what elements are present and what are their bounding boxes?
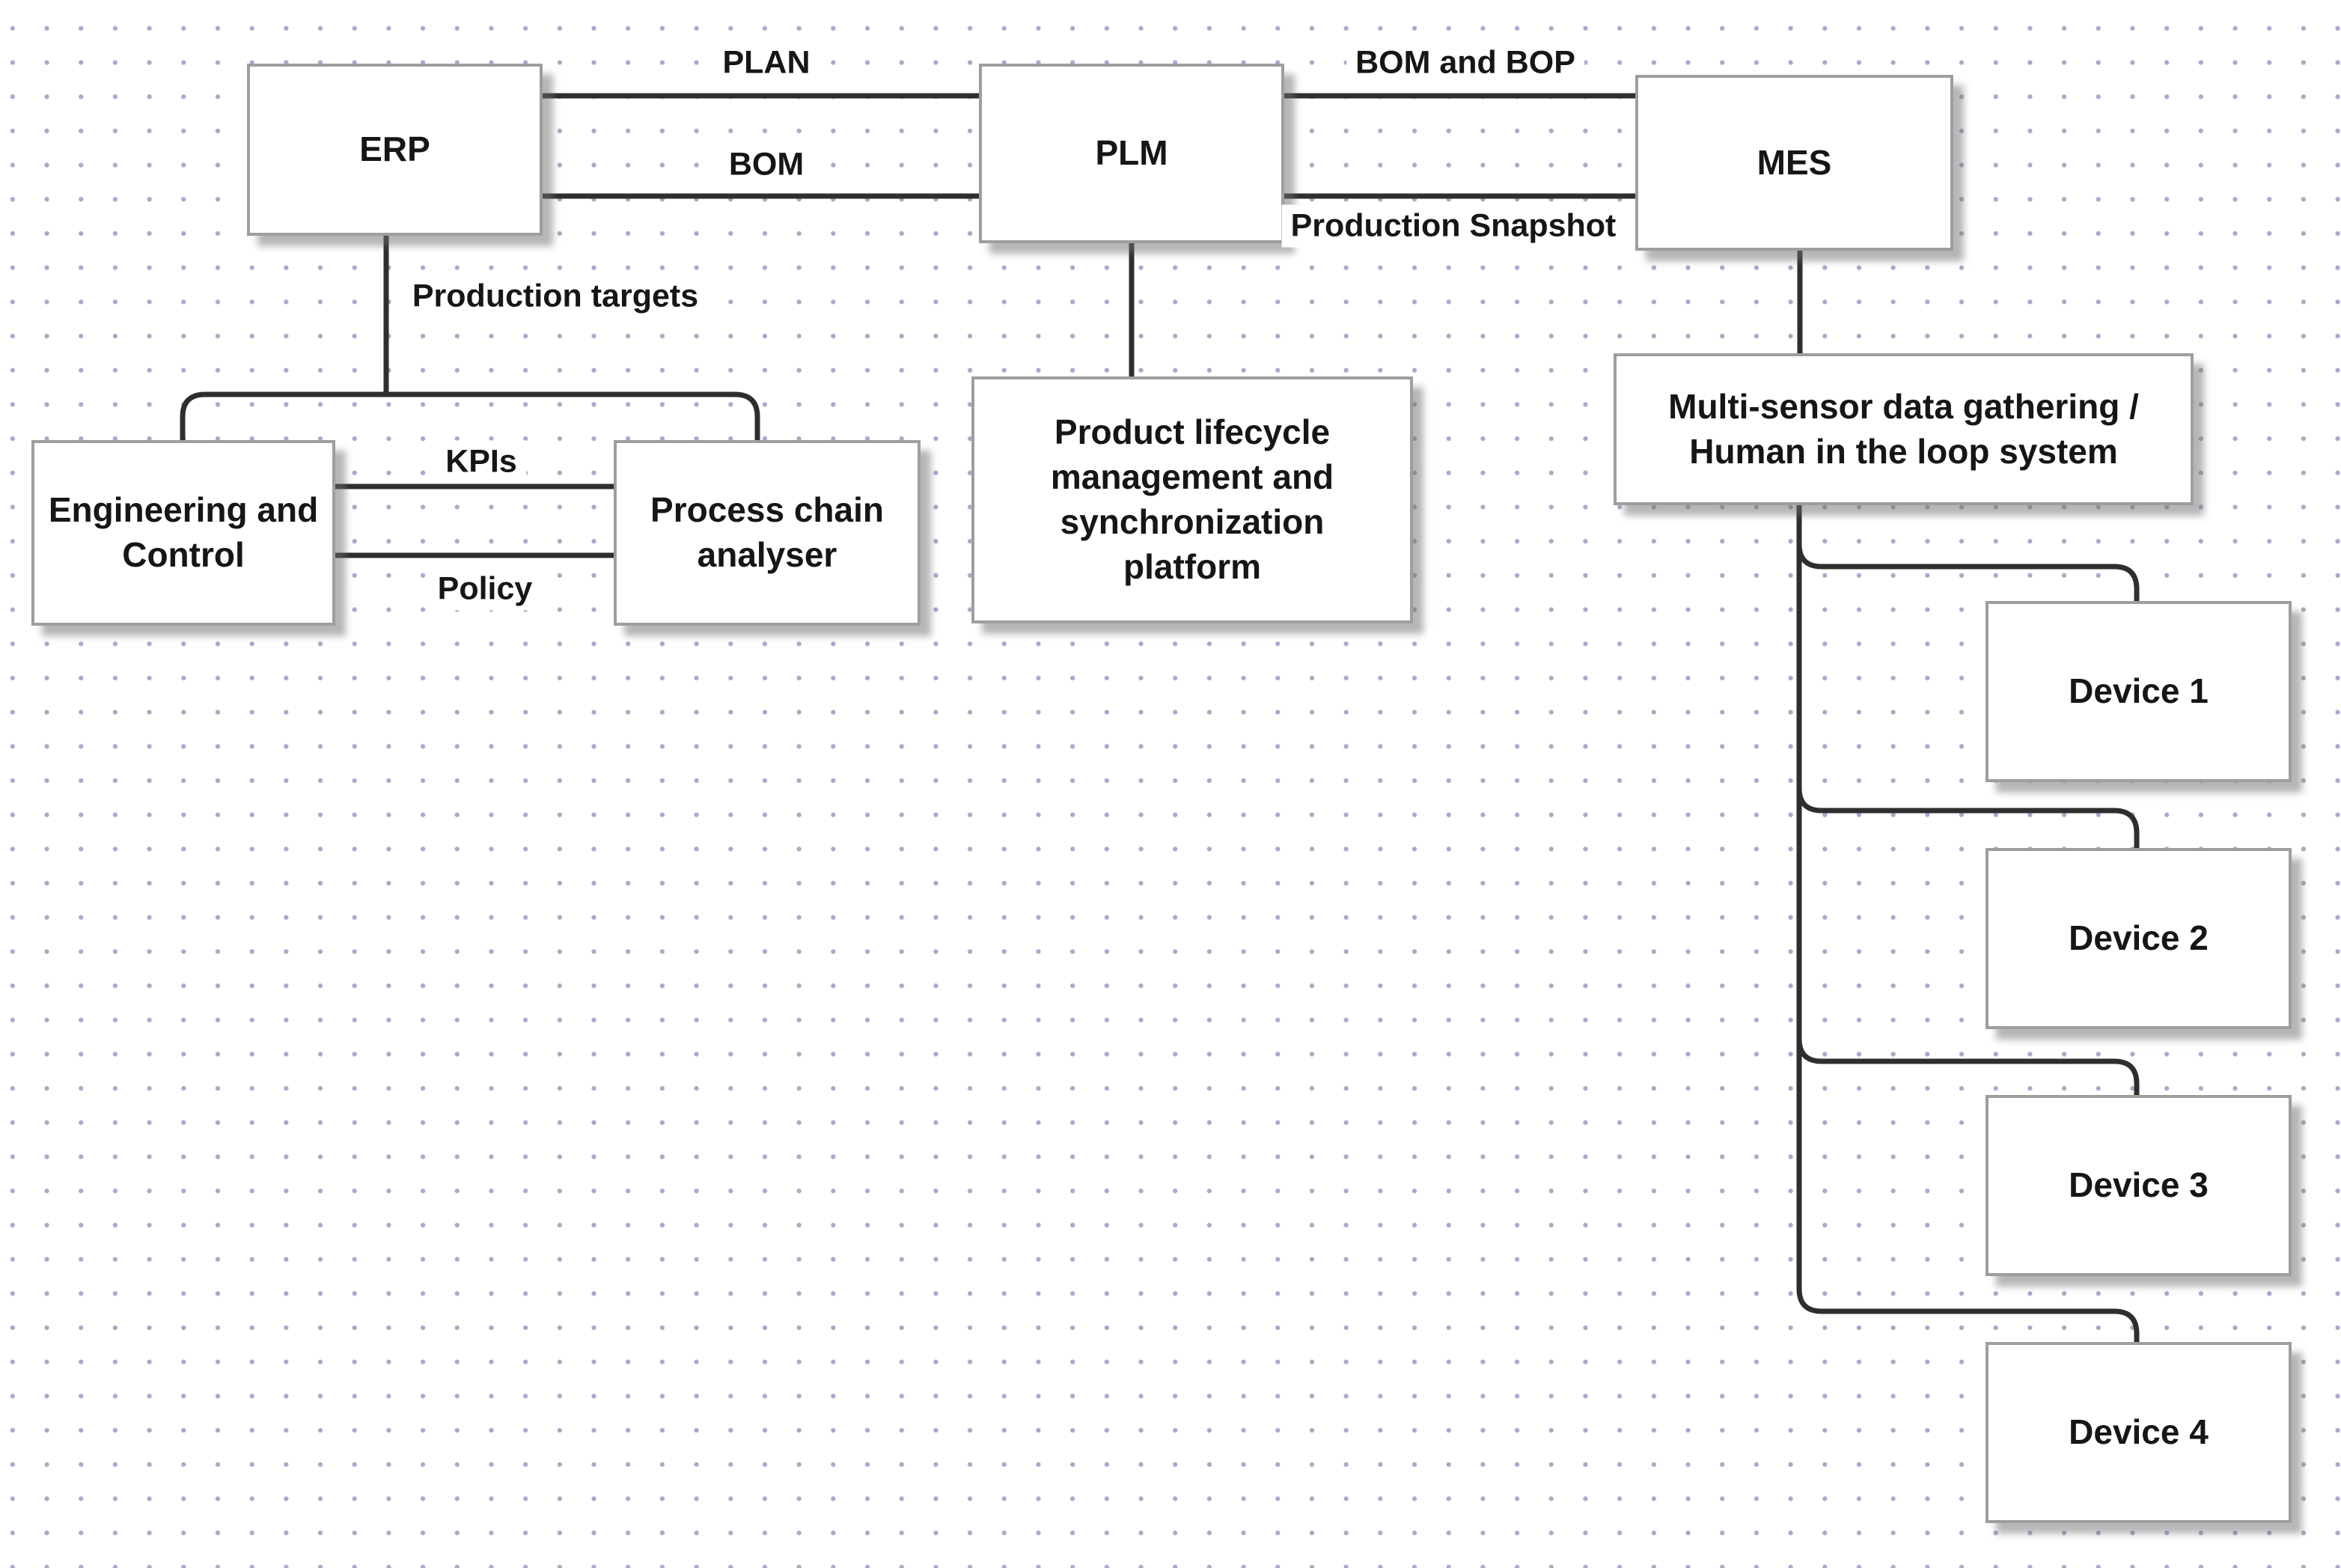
node-device-3-label: Device 3: [2069, 1165, 2209, 1205]
node-mes-label: MES: [1756, 142, 1832, 182]
edge-branch-device1: [1796, 541, 2140, 604]
node-plm-label: PLM: [1095, 133, 1168, 173]
node-device-2-label: Device 2: [2069, 918, 2209, 958]
node-device-1: Device 1: [1986, 601, 2292, 782]
node-device-3: Device 3: [1986, 1095, 2292, 1276]
edge-multisensor-trunk: [1796, 502, 2140, 1345]
node-engineering-and-control-label: Engineering and Control: [48, 490, 319, 574]
edge-branch-device2: [1796, 785, 2140, 851]
node-plm-platform-label: Product lifecycle management and synchro…: [1050, 412, 1334, 586]
node-multi-sensor-data-gathering-label: Multi-sensor data gathering / Human in t…: [1668, 386, 2139, 471]
edge-label-bom: BOM: [719, 143, 814, 186]
edge-label-policy: Policy: [428, 567, 542, 611]
node-engineering-and-control: Engineering and Control: [31, 440, 335, 626]
edge-label-bom-and-bop: BOM and BOP: [1346, 41, 1584, 85]
node-erp: ERP: [247, 64, 543, 236]
node-process-chain-analyser-label: Process chain analyser: [650, 490, 884, 574]
node-plm: PLM: [979, 64, 1284, 243]
node-device-4: Device 4: [1986, 1342, 2292, 1523]
node-device-2: Device 2: [1986, 848, 2292, 1029]
node-device-4-label: Device 4: [2069, 1412, 2209, 1452]
node-mes: MES: [1635, 75, 1953, 251]
edge-branch-device3: [1796, 1036, 2140, 1098]
node-plm-platform: Product lifecycle management and synchro…: [971, 376, 1413, 623]
edge-label-production-snapshot: Production Snapshot: [1281, 204, 1626, 248]
edge-label-production-targets: Production targets: [403, 275, 708, 318]
node-multi-sensor-data-gathering: Multi-sensor data gathering / Human in t…: [1614, 353, 2194, 505]
node-device-1-label: Device 1: [2069, 671, 2209, 711]
edge-erp-split: [180, 391, 760, 443]
node-process-chain-analyser: Process chain analyser: [614, 440, 921, 626]
node-erp-label: ERP: [359, 129, 430, 169]
edge-label-plan: PLAN: [713, 41, 819, 85]
edge-label-kpis: KPIs: [436, 440, 526, 483]
